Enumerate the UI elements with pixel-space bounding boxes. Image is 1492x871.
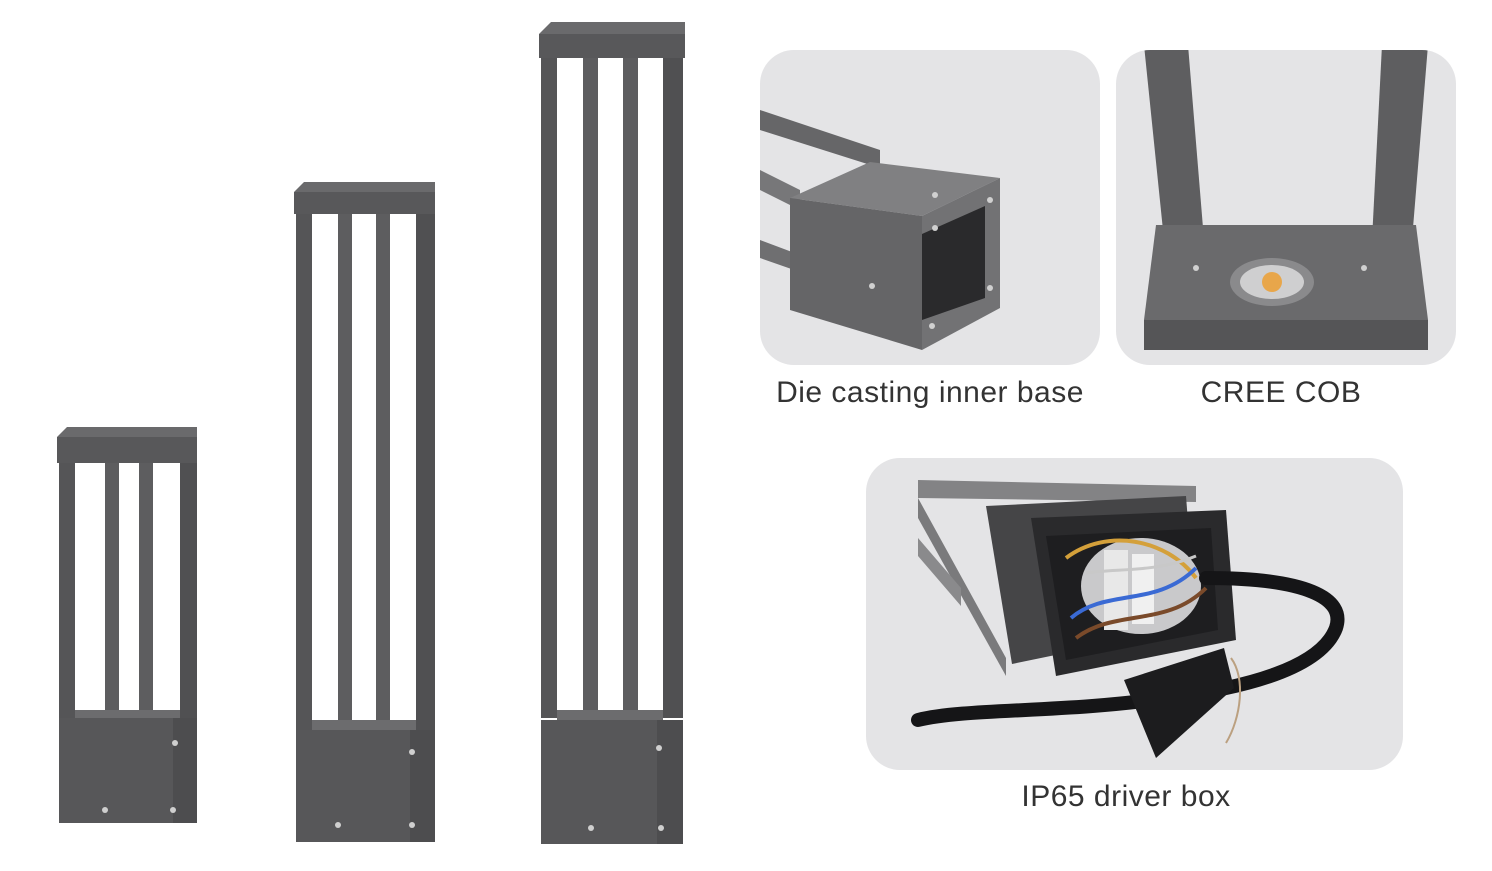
cree-cob-detail-image bbox=[1116, 50, 1456, 365]
cob-caption: CREE COB bbox=[1200, 376, 1362, 409]
inner-base-caption: Die casting inner base bbox=[776, 376, 1084, 409]
bollard-medium bbox=[292, 180, 438, 844]
driver-box-detail-image bbox=[866, 458, 1403, 770]
inner-base-detail-image bbox=[760, 50, 1100, 365]
bollard-small bbox=[55, 425, 200, 825]
bollard-tall bbox=[537, 20, 687, 846]
driver-box-caption: IP65 driver box bbox=[1021, 780, 1231, 813]
